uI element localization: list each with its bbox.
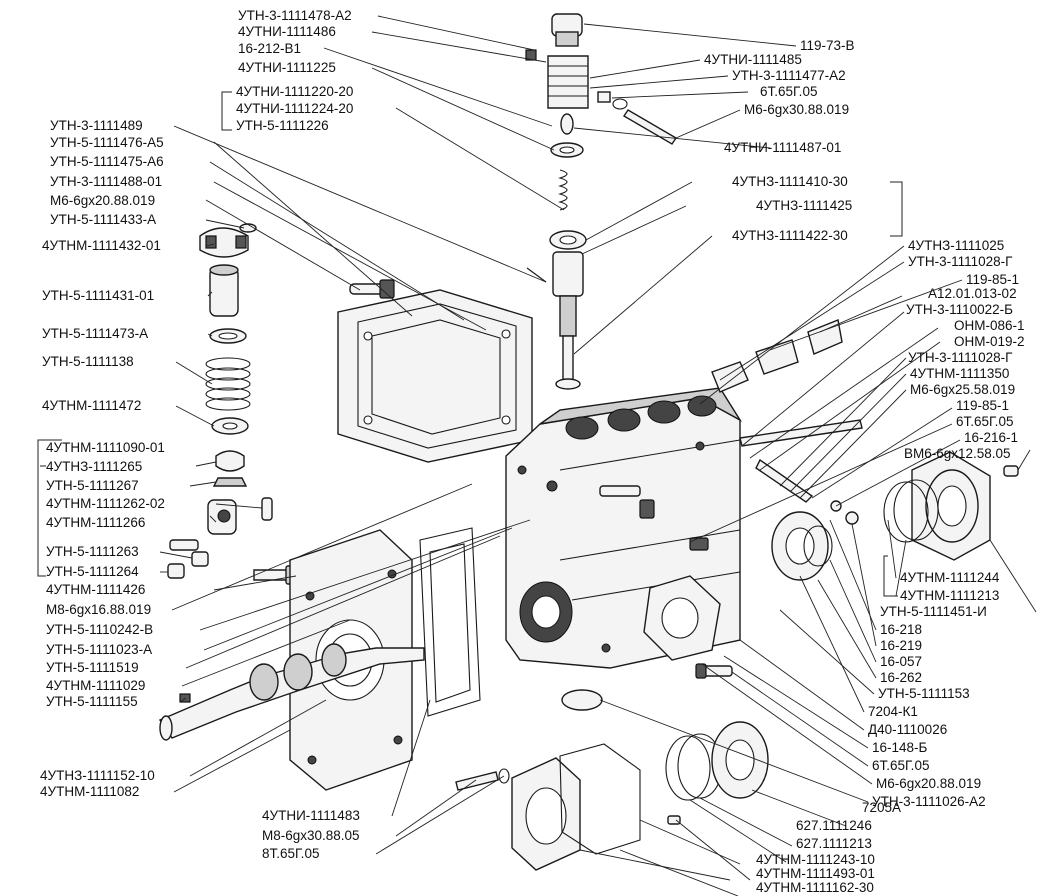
label-uth5-1111475-a6: УТН-5-1111475-А6 [50,154,164,169]
label-m6-20-88-019-b: М6-6gx20.88.019 [876,776,981,791]
label-119-85-1-b: 119-85-1 [956,398,1009,413]
label-4uthm-1111162-30: 4УТНМ-1111162-30 [756,880,874,895]
parts-drawing [158,13,1019,871]
label-vm6-12-58-05: ВМ6-6gx12.58.05 [904,446,1011,461]
label-7205a: 7205А [862,800,901,815]
label-uth5-1111155: УТН-5-1111155 [46,694,138,709]
label-4uthz-1111025: 4УТНЗ-1111025 [908,238,1004,253]
label-4uthm-1111472: 4УТНМ-1111472 [42,398,141,413]
label-4uthm-1111244: 4УТНМ-1111244 [900,570,1000,585]
label-4uthm-1111082: 4УТНМ-1111082 [40,784,139,799]
label-4uthm-1111262-02: 4УТНМ-1111262-02 [46,496,165,511]
label-uth3-1111477-a2: УТН-3-1111477-А2 [732,68,846,83]
label-d40-1110026: Д40-1110026 [868,722,947,737]
label-a12-01-013-02: А12.01.013-02 [928,286,1017,301]
label-4uthm-1111213: 4УТНМ-1111213 [900,588,999,603]
label-4uthm-1111090-01: 4УТНМ-1111090-01 [46,440,165,455]
label-4uthz-1111425: 4УТНЗ-1111425 [756,198,852,213]
label-uth5-1111264: УТН-5-1111264 [46,564,139,579]
label-uth5-1111431-01: УТН-5-1111431-01 [42,288,154,303]
pump-housing [505,387,743,669]
label-4uthz-1111265: 4УТНЗ-1111265 [46,459,142,474]
label-119-73-v: 119-73-В [800,38,855,53]
leader-lines [159,15,1037,896]
label-4uthm-1111432-01: 4УТНМ-1111432-01 [42,238,161,253]
label-4uthz-1111152-10: 4УТНЗ-1111152-10 [40,768,155,783]
left-labels: УТН-3-1111478-А2 4УТНИ-1111486 16-212-В1… [40,8,360,861]
cover-plate [337,279,533,463]
label-uth5-1111226: УТН-5-1111226 [236,118,329,133]
label-uth5-1111476-a5: УТН-5-1111476-А5 [50,135,164,150]
label-uth5-1111473-a: УТН-5-1111473-А [42,326,148,341]
label-m6-25-58-019: М6-6gx25.58.019 [910,382,1015,397]
label-4uthi-1111486: 4УТНИ-1111486 [238,24,336,39]
label-m6-30-88-019: М6-6gx30.88.019 [744,102,849,117]
delivery-valve-stack [525,13,677,390]
label-uth3-1111478-a2: УТН-3-1111478-А2 [238,8,352,23]
label-16-219: 16-219 [880,638,922,653]
label-uth3-1111028-g-b: УТН-3-1111028-Г [908,350,1013,365]
label-uth5-1111263: УТН-5-1111263 [46,544,139,559]
label-4uthi-1111224-20: 4УТНИ-1111224-20 [236,101,353,116]
label-16-218: 16-218 [880,622,922,637]
label-119-85-1-a: 119-85-1 [966,272,1019,287]
label-4uthi-1111485: 4УТНИ-1111485 [704,52,802,67]
label-4uthm-1111350: 4УТНМ-1111350 [910,366,1009,381]
label-uth5-1111451-i: УТН-5-1111451-И [880,604,987,619]
label-uth5-1111267: УТН-5-1111267 [46,478,139,493]
label-16-262: 16-262 [880,670,922,685]
label-uth5-1110242-v: УТН-5-1110242-В [46,622,153,637]
label-4uthm-1111426: 4УТНМ-1111426 [46,582,145,597]
label-4uthi-1111487-01: 4УТНИ-1111487-01 [724,140,841,155]
label-4uthm-1111029: 4УТНМ-1111029 [46,678,145,693]
label-ohm-086-1: ОНМ-086-1 [954,318,1025,333]
label-7204-k1: 7204-К1 [868,704,918,719]
label-4uthi-1111225: 4УТНИ-1111225 [238,60,336,75]
label-uth3-1110022-b: УТН-3-1110022-Б [906,302,1013,317]
label-6t-65g-05-b: 6Т.65Г.05 [956,414,1013,429]
label-4uthz-1111410-30: 4УТНЗ-1111410-30 [732,174,848,189]
label-16-057: 16-057 [880,654,922,669]
label-uth5-1111433-a: УТН-5-1111433-А [50,212,156,227]
label-8t-65g-05: 8Т.65Г.05 [262,846,319,861]
label-ohm-019-2: ОНМ-019-2 [954,334,1025,349]
label-brackets [37,91,903,597]
label-m8-30-88-05: М8-6gx30.88.05 [262,828,360,843]
label-16-148-b: 16-148-Б [872,740,928,755]
label-6t-65g-05-c: 6Т.65Г.05 [872,758,929,773]
label-uth3-1111028-g-a: УТН-3-1111028-Г [908,254,1013,269]
left-spring-stack [167,223,301,585]
label-4uthm-1111266: 4УТНМ-1111266 [46,515,145,530]
label-4uthm-1111243-10: 4УТНМ-1111243-10 [756,852,875,867]
label-627-1111213: 627.1111213 [796,836,872,851]
label-4uthi-1111220-20: 4УТНИ-1111220-20 [236,84,353,99]
right-fittings [599,319,1019,679]
label-16-216-1: 16-216-1 [964,430,1018,445]
label-627-1111246: 627.1111246 [796,818,872,833]
front-plate-camshaft [158,527,481,791]
label-uth5-1111023-a: УТН-5-1111023-А [46,642,152,657]
label-4uthm-1111493-01: 4УТНМ-1111493-01 [756,866,875,881]
label-16-212-v1: 16-212-В1 [238,41,301,56]
label-uth3-1111026-a2: УТН-3-1111026-А2 [872,794,986,809]
label-uth5-1111153: УТН-5-1111153 [878,686,970,701]
label-4uthi-1111483: 4УТНИ-1111483 [262,808,360,823]
label-m8-16-88-019: М8-6gx16.88.019 [46,602,151,617]
label-4uthz-1111422-30: 4УТНЗ-1111422-30 [732,228,848,243]
label-6t-65g-05-a: 6Т.65Г.05 [760,84,817,99]
label-uth3-1111488-01: УТН-3-1111488-01 [50,174,162,189]
label-uth5-1111519: УТН-5-1111519 [46,660,139,675]
bottom-parts [455,689,769,871]
label-uth3-1111489: УТН-3-1111489 [50,118,143,133]
label-m6-20-88-019: М6-6gx20.88.019 [50,193,155,208]
right-labels: 119-73-В 4УТНИ-1111485 УТН-3-1111477-А2 … [704,38,1025,895]
label-uth5-1111138: УТН-5-1111138 [42,354,134,369]
